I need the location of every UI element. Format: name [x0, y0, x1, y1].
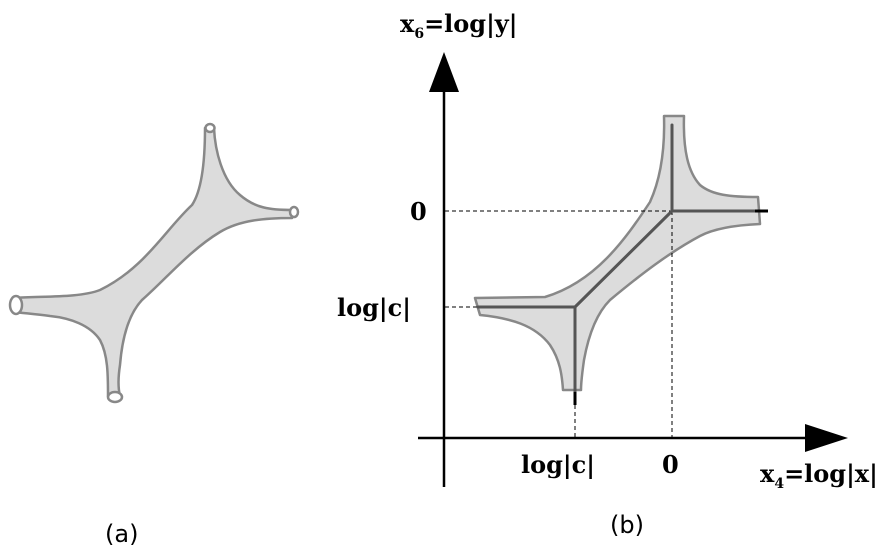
y-tick-zero: 0	[410, 197, 427, 226]
surface-body	[15, 128, 292, 396]
y-axis-arrow-icon	[429, 52, 459, 92]
x-tick-zero: 0	[662, 450, 679, 479]
x-tick-logc: log|c|	[521, 450, 595, 479]
x-axis-arrow-icon	[805, 424, 848, 452]
x-axis	[418, 424, 848, 452]
y-axis	[429, 52, 459, 487]
boundary-circle-top	[206, 124, 215, 132]
pair-of-pants-surface	[10, 124, 298, 402]
y-tick-logc: log|c|	[337, 293, 411, 322]
caption-b: (b)	[610, 511, 644, 539]
boundary-circle-left	[10, 296, 22, 314]
boundary-circle-right	[290, 207, 298, 217]
amoeba-body	[475, 116, 760, 390]
boundary-circle-bottom	[108, 392, 122, 402]
caption-a: (a)	[105, 520, 138, 548]
x-axis-label: x4=log|x|	[760, 459, 878, 492]
y-axis-label: x6=log|y|	[400, 9, 517, 42]
amoeba	[475, 116, 760, 390]
